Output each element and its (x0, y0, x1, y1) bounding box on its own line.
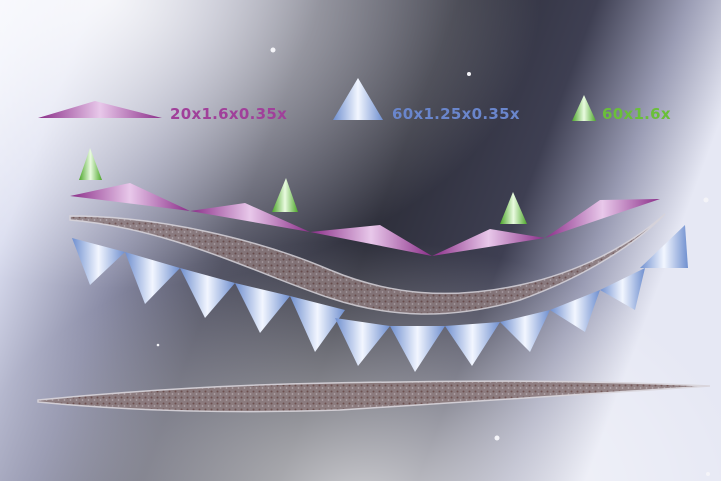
legend-label-magenta: 20x1.6x0.35x (170, 105, 288, 123)
legend-label-green: 60x1.6x (602, 105, 671, 123)
blue-tooth-markers (72, 225, 688, 372)
magenta-wave-markers (70, 183, 660, 256)
small-green-triangle-icon (572, 95, 596, 121)
green-markers (79, 148, 527, 224)
legend-label-blue: 60x1.25x0.35x (392, 105, 520, 123)
lower-nematode (37, 380, 711, 413)
upper-nematode (69, 213, 666, 315)
wide-flat-triangle-icon (38, 101, 162, 118)
tall-blue-triangle-icon (333, 78, 383, 120)
debris-specks (156, 47, 710, 476)
legend-icons (38, 78, 596, 121)
